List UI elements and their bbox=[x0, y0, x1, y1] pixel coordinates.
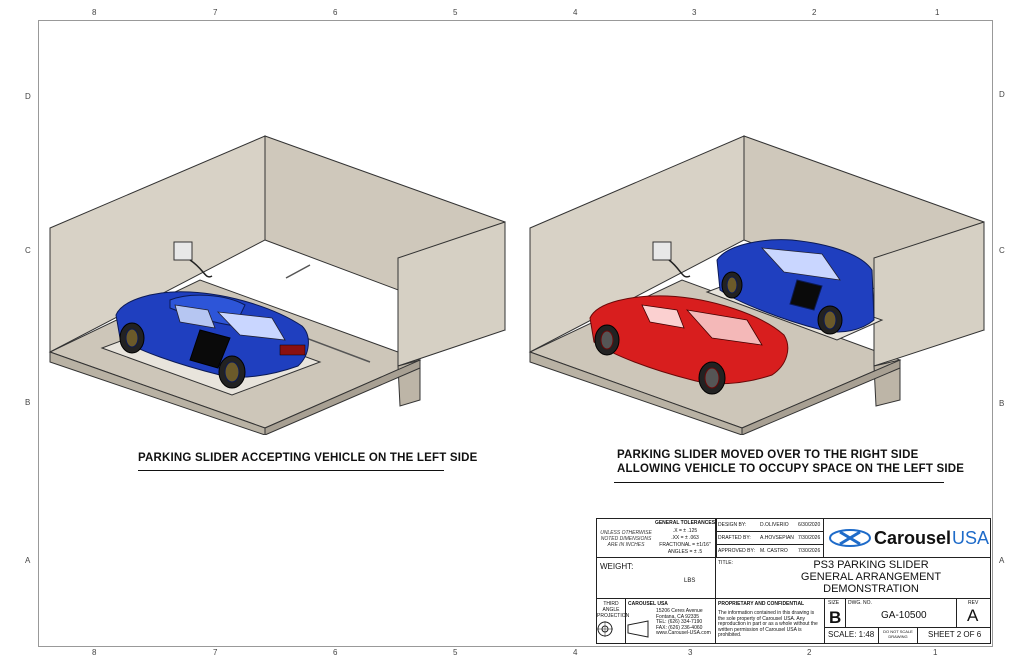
zone-label-top-1: 1 bbox=[935, 8, 940, 17]
proprietary-title: PROPRIETARY AND CONFIDENTIAL bbox=[718, 601, 805, 607]
zone-label-bottom-7: 7 bbox=[213, 648, 218, 657]
garage-view-left bbox=[48, 135, 506, 435]
zone-label-bottom-4: 4 bbox=[573, 648, 578, 657]
dwg-no-value: GA-10500 bbox=[881, 610, 927, 621]
drafted-date: 7/30/2026 bbox=[798, 535, 821, 541]
design-date: 6/30/2020 bbox=[798, 522, 821, 528]
control-box bbox=[173, 241, 193, 261]
logo-text: Carousel bbox=[874, 528, 952, 548]
caption-right-underline bbox=[614, 482, 944, 483]
weight-unit: LBS bbox=[684, 578, 696, 584]
address-line-4: FAX: (626) 236-4060 bbox=[656, 624, 703, 631]
title-block: UNLESS OTHERWISE NOTED DIMENSIONS ARE IN… bbox=[596, 518, 991, 644]
zone-label-left-a: A bbox=[25, 556, 31, 565]
zone-label-left-c: C bbox=[25, 246, 31, 255]
logo-mark-icon bbox=[829, 529, 871, 547]
zone-label-left-d: D bbox=[25, 92, 31, 101]
address-line-1: 15206 Ceres Avenue bbox=[656, 608, 703, 614]
unless-note: UNLESS OTHERWISE NOTED DIMENSIONS ARE IN… bbox=[600, 530, 652, 548]
weight-label: WEIGHT: bbox=[600, 562, 634, 571]
caption-right-line-2: ALLOWING VEHICLE TO OCCUPY SPACE ON THE … bbox=[617, 463, 965, 475]
zone-label-top-2: 2 bbox=[812, 8, 817, 17]
zone-label-top-6: 6 bbox=[333, 8, 338, 17]
projection-symbol-icon bbox=[597, 621, 613, 637]
size-label: SIZE bbox=[828, 600, 840, 606]
zone-label-bottom-1: 1 bbox=[933, 648, 938, 657]
zone-label-right-a: A bbox=[999, 556, 1005, 565]
projection-cone-icon bbox=[627, 620, 649, 638]
address-line-2: Fontana, CA 92335 bbox=[656, 613, 700, 620]
sheet-number: SHEET 2 OF 6 bbox=[928, 630, 982, 639]
rev-label: REV bbox=[968, 600, 979, 606]
approved-by-label: APPROVED BY: bbox=[718, 548, 755, 554]
tolerance-3: FRACTIONAL = ±1/16" bbox=[659, 542, 711, 548]
caption-right-line-1: PARKING SLIDER MOVED OVER TO THE RIGHT S… bbox=[617, 449, 919, 461]
tolerances-title: GENERAL TOLERANCES bbox=[654, 520, 716, 526]
title-line-2: GENERAL ARRANGEMENT bbox=[800, 571, 942, 583]
blue-car bbox=[115, 291, 309, 389]
dwg-no-label: DWG. NO. bbox=[848, 600, 872, 606]
title-line-1: PS3 PARKING SLIDER bbox=[813, 559, 929, 571]
zone-label-bottom-6: 6 bbox=[333, 648, 338, 657]
projection-label: THIRD ANGLE PROJECTION bbox=[597, 601, 630, 619]
design-by-value: D.OLIVERIO bbox=[760, 522, 789, 528]
approved-date: 7/30/2026 bbox=[798, 548, 821, 554]
company-logo: Carousel USA bbox=[828, 528, 990, 550]
zone-label-right-d: D bbox=[999, 90, 1005, 99]
address-line-3: TEL: (626) 334-7190 bbox=[656, 619, 703, 625]
rev-value: A bbox=[967, 606, 979, 625]
red-car bbox=[589, 295, 789, 395]
tolerance-1: .X = ± .125 bbox=[672, 528, 698, 534]
zone-label-top-8: 8 bbox=[92, 8, 97, 17]
zone-label-top-3: 3 bbox=[692, 8, 697, 17]
design-by-label: DESIGN BY: bbox=[718, 522, 747, 528]
caption-left: PARKING SLIDER ACCEPTING VEHICLE ON THE … bbox=[138, 452, 478, 464]
tolerance-2: .XX = ± .063 bbox=[671, 535, 699, 541]
zone-label-top-4: 4 bbox=[573, 8, 578, 17]
size-value: B bbox=[829, 608, 842, 627]
drafted-by-value: A.HOVSEPIAN bbox=[760, 535, 794, 541]
control-box bbox=[652, 241, 672, 261]
caption-left-underline bbox=[138, 470, 444, 471]
drafted-by-label: DRAFTED BY: bbox=[718, 535, 751, 541]
logo-usa: USA bbox=[952, 528, 990, 548]
proprietary-text: The information contained in this drawin… bbox=[718, 610, 818, 638]
garage-view-right bbox=[528, 135, 985, 435]
title-line-3: DEMONSTRATION bbox=[823, 583, 919, 595]
zone-label-bottom-8: 8 bbox=[92, 648, 97, 657]
zone-label-bottom-5: 5 bbox=[453, 648, 458, 657]
do-not-scale: DO NOT SCALE DRAWING bbox=[883, 629, 913, 639]
zone-label-top-7: 7 bbox=[213, 8, 218, 17]
approved-by-value: M. CASTRO bbox=[760, 548, 788, 554]
zone-label-bottom-2: 2 bbox=[807, 648, 812, 657]
zone-label-right-b: B bbox=[999, 399, 1005, 408]
drawing-border bbox=[38, 20, 993, 647]
blue-car bbox=[716, 239, 875, 335]
zone-label-bottom-3: 3 bbox=[688, 648, 693, 657]
company-name: CAROUSEL USA bbox=[628, 601, 668, 607]
scale-text: SCALE: 1:48 bbox=[828, 630, 875, 639]
zone-label-top-5: 5 bbox=[453, 8, 458, 17]
address-line-5: www.Carousel-USA.com bbox=[656, 630, 711, 636]
zone-label-right-c: C bbox=[999, 246, 1005, 255]
tolerance-4: ANGLES = ± .5 bbox=[667, 549, 703, 555]
zone-label-left-b: B bbox=[25, 398, 31, 407]
title-label: TITLE: bbox=[718, 560, 734, 566]
